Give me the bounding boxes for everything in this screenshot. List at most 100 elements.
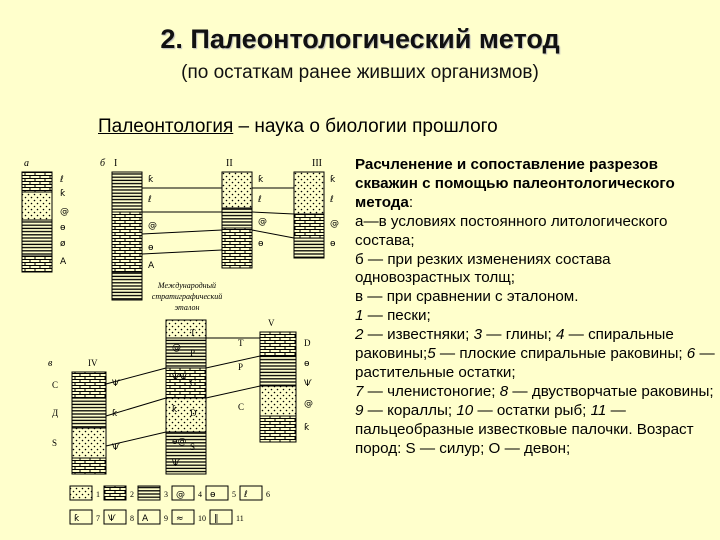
age-labels-left: С Д S bbox=[52, 380, 58, 448]
svg-text:ℓ: ℓ bbox=[329, 195, 334, 205]
svg-text:Т: Т bbox=[190, 328, 196, 338]
svg-text:3: 3 bbox=[164, 490, 168, 499]
slide-title: 2. Палеонтологический метод bbox=[160, 24, 560, 54]
fossil-icons-a: ℓƙ @ɵ øA bbox=[59, 175, 69, 267]
caption-lead-tail: : bbox=[408, 193, 414, 211]
svg-text:9: 9 bbox=[164, 514, 168, 523]
legend-num-1: 1 bbox=[355, 307, 364, 325]
svg-text:Ѱ: Ѱ bbox=[304, 379, 312, 389]
svg-text:@: @ bbox=[330, 219, 339, 229]
correlation-lines-v bbox=[105, 337, 261, 447]
legend-num-11: 11 bbox=[590, 401, 607, 419]
svg-text:ƙ: ƙ bbox=[258, 175, 264, 185]
etalon-label: Международный стратиграфический эталон bbox=[152, 281, 222, 312]
legend-num-8: 8 bbox=[499, 382, 509, 400]
svg-text:Т: Т bbox=[238, 338, 244, 348]
svg-text:ɵ: ɵ bbox=[304, 359, 310, 369]
svg-text:ƙ: ƙ bbox=[60, 189, 66, 199]
svg-text:Р: Р bbox=[238, 362, 243, 372]
etalon-layer bbox=[165, 319, 207, 339]
legend-num-4: 4 bbox=[555, 326, 565, 344]
svg-text:A: A bbox=[148, 261, 155, 271]
svg-text:ƙ: ƙ bbox=[74, 514, 80, 524]
svg-text:Ѱ: Ѱ bbox=[112, 379, 120, 389]
well-IV-layer bbox=[71, 371, 107, 399]
caption-item-a: а—в условиях постоянного литологического… bbox=[355, 212, 668, 249]
svg-text:Д: Д bbox=[52, 408, 58, 418]
legend-text-3: — глины; bbox=[482, 326, 556, 344]
well-III-layer bbox=[293, 171, 325, 215]
well-label-III: III bbox=[312, 158, 322, 169]
legend-num-3: 3 bbox=[473, 326, 483, 344]
figure-caption: Расчленение и сопоставление разрезов скв… bbox=[355, 156, 717, 459]
svg-text:ƙ: ƙ bbox=[330, 175, 336, 185]
svg-text:1: 1 bbox=[96, 490, 100, 499]
svg-text:ℓ: ℓ bbox=[243, 490, 248, 500]
legend-num-7: 7 bbox=[355, 382, 364, 400]
legend-num-9: 9 bbox=[355, 401, 364, 419]
svg-text:7: 7 bbox=[96, 514, 100, 523]
caption-lead: Расчленение и сопоставление разрезов скв… bbox=[355, 156, 675, 211]
well-III-layer bbox=[293, 237, 325, 259]
svg-text:4: 4 bbox=[198, 490, 202, 499]
legend-text-9: — кораллы; bbox=[363, 401, 457, 419]
svg-text:8: 8 bbox=[130, 514, 134, 523]
legend-text-11: — пальцеобразные известковые палочки. Во… bbox=[355, 401, 694, 457]
definition-line: Палеонтология – наука о биологии прошлог… bbox=[98, 116, 498, 138]
svg-text:С: С bbox=[238, 402, 244, 412]
well-V-layer bbox=[259, 415, 297, 443]
well-label-I: I bbox=[114, 158, 117, 169]
etalon-layer bbox=[165, 367, 207, 399]
well-IV-layer bbox=[71, 397, 107, 429]
column-a-layer bbox=[21, 255, 53, 273]
svg-text:‖: ‖ bbox=[214, 514, 219, 524]
svg-text:D: D bbox=[304, 338, 311, 348]
well-IV-layer bbox=[71, 427, 107, 459]
svg-text:11: 11 bbox=[236, 514, 244, 523]
well-II-layer bbox=[221, 227, 253, 269]
well-V-layer bbox=[259, 385, 297, 417]
svg-text:Ѱ: Ѱ bbox=[108, 514, 116, 524]
svg-text:ɵ: ɵ bbox=[258, 239, 264, 249]
svg-text:ɵ: ɵ bbox=[148, 243, 154, 253]
svg-text:эталон: эталон bbox=[175, 303, 200, 312]
legend-text-7: — членистоногие; bbox=[363, 382, 500, 400]
svg-text:ƙ: ƙ bbox=[112, 409, 118, 419]
svg-text:ℓ: ℓ bbox=[59, 175, 64, 185]
legend-text-1: — пески; bbox=[363, 307, 431, 325]
well-label-V: V bbox=[268, 318, 275, 328]
svg-text:≈: ≈ bbox=[176, 514, 184, 524]
svg-text:10: 10 bbox=[198, 514, 206, 523]
svg-text:Ѱ: Ѱ bbox=[172, 459, 180, 469]
svg-text:2: 2 bbox=[130, 490, 134, 499]
svg-text:S: S bbox=[52, 438, 57, 448]
svg-text:ƙ: ƙ bbox=[148, 175, 154, 185]
well-label-IV: IV bbox=[88, 358, 98, 368]
svg-text:@: @ bbox=[258, 217, 267, 227]
svg-text:Ѱ: Ѱ bbox=[112, 443, 120, 453]
svg-text:@: @ bbox=[304, 399, 313, 409]
etalon-layer bbox=[165, 397, 207, 433]
legend-num-10: 10 bbox=[456, 401, 474, 419]
legend-text-2: — известняки; bbox=[363, 326, 474, 344]
fossil-icons-V: ɵѰ @ ƙ bbox=[304, 359, 313, 433]
fossil-icons-b: ƙℓ@ɵA ƙℓ@ɵ ƙℓ@ɵ bbox=[147, 175, 339, 271]
well-I-layer bbox=[111, 211, 143, 273]
legend-text-8: — двустворчатые раковины; bbox=[508, 382, 714, 400]
svg-text:ƙ: ƙ bbox=[304, 423, 310, 433]
svg-text:ɵ: ɵ bbox=[330, 239, 336, 249]
definition-term: Палеонтология bbox=[98, 116, 234, 137]
column-a-layer bbox=[21, 191, 53, 221]
svg-text:ɵ: ɵ bbox=[210, 490, 216, 500]
svg-text:стратиграфический: стратиграфический bbox=[152, 292, 222, 301]
panel-label-v: в bbox=[48, 358, 53, 369]
etalon-layer bbox=[165, 431, 207, 475]
svg-text:6: 6 bbox=[266, 490, 270, 499]
panel-label-b: б bbox=[100, 158, 106, 169]
svg-text:ɵ@: ɵ@ bbox=[172, 437, 187, 447]
svg-text:A: A bbox=[60, 257, 67, 267]
svg-text:ℓ: ℓ bbox=[257, 195, 262, 205]
svg-text:Международный: Международный bbox=[157, 281, 216, 290]
legend-num-5: 5 bbox=[427, 345, 436, 363]
stratigraphy-figure: а ℓƙ @ɵ øA б I II III ƙℓ@ɵA ƙℓ@ɵ ƙℓ@ɵ Ме… bbox=[21, 158, 339, 525]
